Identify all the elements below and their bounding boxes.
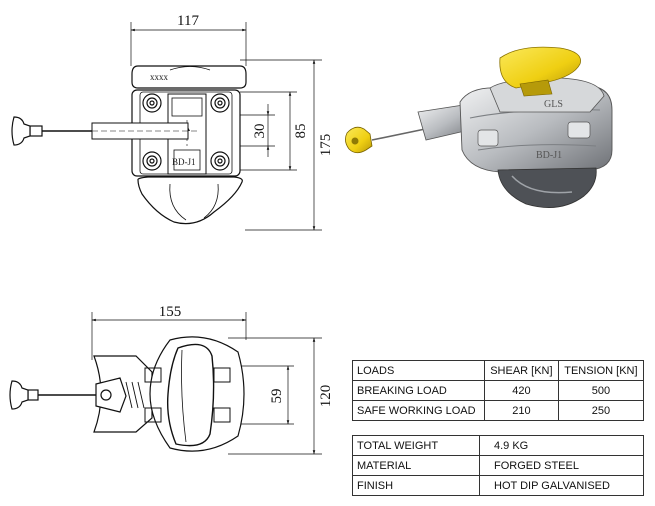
stamp-bd-j1: BD-J1 — [172, 157, 196, 167]
bolt-top-right — [210, 93, 230, 113]
bolt-top-left — [142, 93, 162, 113]
prop-value: HOT DIP GALVANISED — [479, 475, 644, 496]
shear-value: 210 — [483, 400, 559, 421]
yellow-top-handle — [499, 46, 581, 89]
prop-label: FINISH — [352, 475, 480, 496]
dim-117: 117 — [177, 13, 199, 29]
table-row: SAFE WORKING LOAD 210 250 — [352, 400, 645, 421]
dim-175: 175 — [318, 134, 334, 157]
tension-value: 500 — [557, 380, 645, 401]
header-tension: TENSION [KN] — [557, 360, 645, 381]
row-label: SAFE WORKING LOAD — [352, 400, 485, 421]
bolt-bottom-right — [210, 151, 230, 171]
twist-cone — [166, 343, 215, 447]
dim-85: 85 — [293, 124, 309, 139]
dim-120: 120 — [318, 385, 334, 408]
bolt-bottom-left — [142, 151, 162, 171]
table-row: BREAKING LOAD 420 500 — [352, 380, 645, 401]
yellow-pull-knob — [345, 126, 373, 154]
shear-value: 420 — [483, 380, 559, 401]
prop-value: 4.9 KG — [479, 435, 644, 456]
loads-table: LOADS SHEAR [KN] TENSION [KN] BREAKING L… — [352, 360, 645, 421]
render-model-label: BD-J1 — [536, 150, 562, 161]
tension-value: 250 — [557, 400, 645, 421]
dim-155: 155 — [159, 304, 182, 320]
pull-handle-bottom — [9, 380, 29, 410]
dim-59: 59 — [269, 389, 285, 404]
row-label: BREAKING LOAD — [352, 380, 485, 401]
render-brand-label: GLS — [544, 99, 563, 110]
dim-30: 30 — [252, 124, 268, 139]
pull-handle — [11, 116, 31, 146]
table-row: MATERIAL FORGED STEEL — [352, 455, 644, 476]
bottom-view — [9, 312, 322, 455]
loads-header-row: LOADS SHEAR [KN] TENSION [KN] — [352, 360, 645, 381]
prop-value: FORGED STEEL — [479, 455, 644, 476]
prop-label: MATERIAL — [352, 455, 480, 476]
top-view — [11, 22, 322, 231]
header-shear: SHEAR [KN] — [483, 360, 559, 381]
stamp-xxxx: xxxx — [150, 72, 169, 82]
table-row: FINISH HOT DIP GALVANISED — [352, 475, 644, 496]
prop-label: TOTAL WEIGHT — [352, 435, 480, 456]
lower-cone — [137, 176, 243, 225]
table-row: TOTAL WEIGHT 4.9 KG — [352, 435, 644, 456]
product-render — [345, 46, 613, 208]
properties-table: TOTAL WEIGHT 4.9 KG MATERIAL FORGED STEE… — [352, 435, 644, 496]
header-loads: LOADS — [352, 360, 485, 381]
